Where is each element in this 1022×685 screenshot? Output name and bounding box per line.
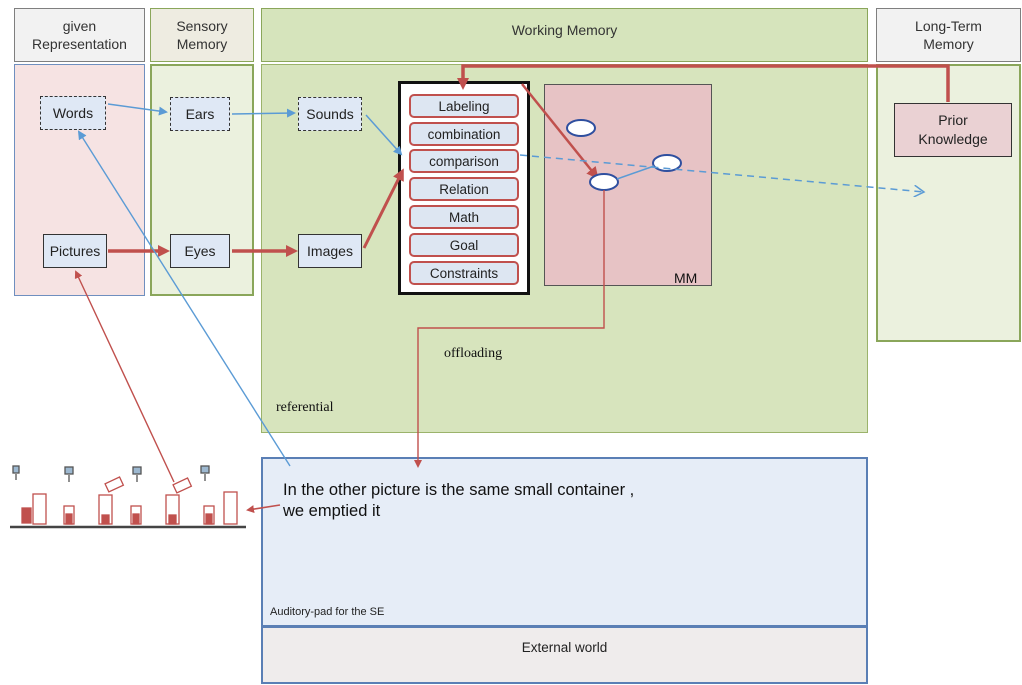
offloading-label: offloading — [444, 346, 503, 361]
prior-knowledge-node: Prior Knowledge — [894, 103, 1012, 157]
mm-node-c — [652, 154, 682, 172]
mm-node-a — [566, 119, 596, 137]
long-term-memory-header: Long-Term Memory — [876, 8, 1021, 62]
process-comparison: comparison — [409, 149, 519, 173]
arrow-prior-knowledge-loop — [457, 64, 950, 102]
images-node: Images — [298, 234, 362, 268]
external-world-box: External world — [261, 626, 868, 684]
process-math: Math — [409, 205, 519, 229]
working-memory-header: Working Memory — [261, 8, 868, 62]
arrow-images-process — [362, 168, 404, 249]
referential-label: referential — [276, 400, 334, 415]
arrow-sounds-process — [365, 114, 403, 156]
process-constraints: Constraints — [409, 261, 519, 285]
ears-node: Ears — [170, 97, 230, 131]
process-combination: combination — [409, 122, 519, 146]
container-icons — [10, 465, 246, 529]
arrow-referential — [77, 130, 291, 467]
arrow-words-ears — [107, 103, 168, 116]
arrow-offloading — [414, 190, 605, 468]
given-representation-header: given Representation — [14, 8, 145, 62]
eyes-node: Eyes — [170, 234, 230, 268]
mm-edge-bc — [616, 165, 655, 180]
process-labeling: Labeling — [409, 94, 519, 118]
arrow-ears-sounds — [231, 108, 296, 118]
arrow-icons-pictures — [74, 270, 175, 483]
sounds-node: Sounds — [298, 97, 362, 131]
process-goal: Goal — [409, 233, 519, 257]
mental-model-label: MM — [674, 270, 698, 286]
auditory-speech-text: In the other picture is the same small c… — [283, 481, 635, 520]
mental-model-box — [544, 84, 712, 286]
arrow-comparison-ltm — [519, 154, 924, 192]
arrow-pad-icons — [246, 504, 281, 514]
pictures-node: Pictures — [43, 234, 107, 268]
mm-node-b — [589, 173, 619, 191]
auditory-pad-label: Auditory-pad for the SE — [270, 606, 385, 618]
sensory-memory-header: Sensory Memory — [150, 8, 254, 62]
words-node: Words — [40, 96, 106, 130]
process-relation: Relation — [409, 177, 519, 201]
